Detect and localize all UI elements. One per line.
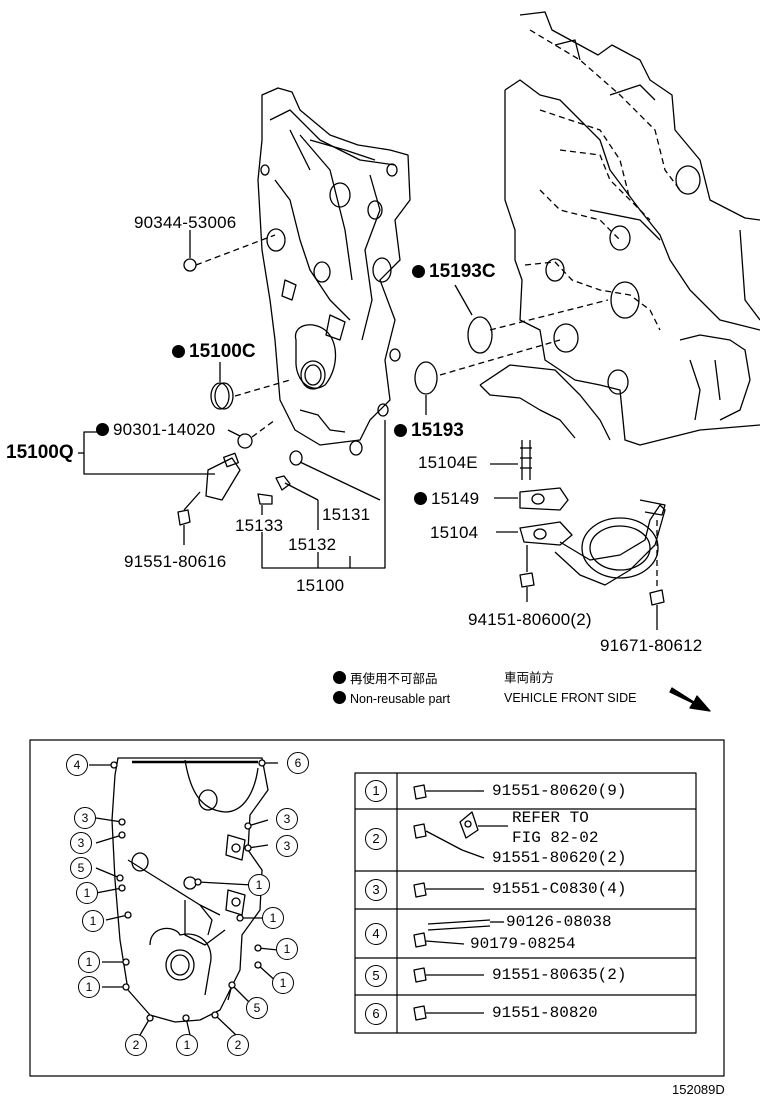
non-reusable-marker bbox=[414, 492, 427, 505]
callout-15149-label: 15149 bbox=[431, 489, 480, 508]
bolt-callout: 1 bbox=[78, 976, 100, 998]
table-row-number: 5 bbox=[365, 965, 387, 987]
engine-block-drawing bbox=[479, 11, 760, 446]
callout-15104E: 15104E bbox=[418, 453, 478, 472]
callout-15193: 15193 bbox=[394, 421, 464, 440]
callout-15132: 15132 bbox=[288, 535, 337, 554]
bolt-callout: 1 bbox=[76, 882, 98, 904]
table-row-number: 6 bbox=[365, 1003, 387, 1025]
callout-15149: 15149 bbox=[414, 490, 479, 507]
legend-non-reusable-en-label: Non-reusable part bbox=[350, 692, 451, 706]
legend-front-jp: 車両前方 bbox=[504, 671, 555, 685]
non-reusable-marker bbox=[394, 424, 407, 437]
table-row-number: 3 bbox=[365, 879, 387, 901]
table-part-number: 91551-80620(2) bbox=[492, 849, 627, 867]
bolt-table-grid bbox=[354, 772, 697, 1034]
non-reusable-marker bbox=[412, 265, 425, 278]
bolt-callout: 1 bbox=[272, 972, 294, 994]
callout-15131: 15131 bbox=[322, 505, 371, 524]
legend-dot bbox=[333, 671, 346, 684]
callout-15104: 15104 bbox=[430, 523, 479, 542]
bolt-callout: 6 bbox=[287, 752, 309, 774]
callout-15193C-label: 15193C bbox=[429, 261, 496, 282]
legend-non-reusable-jp-label: 再使用不可部品 bbox=[350, 672, 438, 686]
callout-91671-80612: 91671-80612 bbox=[600, 636, 703, 655]
bolt-callout: 5 bbox=[246, 997, 268, 1019]
bolt-callout: 4 bbox=[66, 754, 88, 776]
table-row-number: 1 bbox=[365, 780, 387, 802]
table-refer-text: REFER TO bbox=[512, 809, 589, 827]
bolt-callout: 3 bbox=[276, 835, 298, 857]
bolt-callout: 5 bbox=[70, 857, 92, 879]
table-part-number: 91551-C0830(4) bbox=[492, 880, 627, 898]
table-part-number: 90179-08254 bbox=[470, 935, 576, 953]
callout-15133: 15133 bbox=[235, 516, 284, 535]
legend-non-reusable-jp: 再使用不可部品 bbox=[333, 671, 438, 686]
table-refer-fig: FIG 82-02 bbox=[512, 829, 599, 847]
callout-15193C: 15193C bbox=[412, 262, 496, 281]
callout-91551-80616: 91551-80616 bbox=[124, 552, 227, 571]
table-part-number: 91551-80620(9) bbox=[492, 782, 627, 800]
callout-90301-14020: 90301-14020 bbox=[96, 421, 215, 438]
bolt-location-cover-drawing bbox=[111, 757, 269, 1023]
bolt-callout: 2 bbox=[125, 1034, 147, 1056]
bolt-callout: 1 bbox=[78, 951, 100, 973]
table-part-number: 91551-80820 bbox=[492, 1004, 598, 1022]
table-row-number: 2 bbox=[365, 828, 387, 850]
bolt-callout: 3 bbox=[70, 832, 92, 854]
callout-15100C-label: 15100C bbox=[189, 341, 256, 362]
callout-90301-14020-label: 90301-14020 bbox=[113, 420, 216, 439]
non-reusable-marker bbox=[172, 345, 185, 358]
table-row-number: 4 bbox=[365, 923, 387, 945]
bolt-callout: 3 bbox=[276, 808, 298, 830]
timing-cover-drawing bbox=[257, 87, 411, 456]
bolt-callout: 1 bbox=[82, 910, 104, 932]
small-parts-drawing bbox=[78, 230, 666, 630]
bolt-location-frame bbox=[29, 739, 725, 1077]
bolt-callout: 1 bbox=[176, 1034, 198, 1056]
table-part-number: 90126-08038 bbox=[506, 913, 612, 931]
callout-15100C: 15100C bbox=[172, 342, 256, 361]
callout-94151-80600: 94151-80600(2) bbox=[468, 610, 592, 629]
bolt-callout: 1 bbox=[276, 938, 298, 960]
bolt-callout: 1 bbox=[248, 874, 270, 896]
callout-15100Q: 15100Q bbox=[6, 442, 74, 463]
bolt-callout: 2 bbox=[227, 1034, 249, 1056]
bolt-callout: 1 bbox=[262, 907, 284, 929]
front-side-arrow bbox=[669, 687, 711, 712]
legend-non-reusable-en: Non-reusable part bbox=[333, 691, 450, 706]
legend-front-en: VEHICLE FRONT SIDE bbox=[504, 691, 637, 705]
bolt-marks bbox=[110, 759, 266, 1022]
non-reusable-marker bbox=[96, 423, 109, 436]
table-bolt-icons bbox=[413, 784, 508, 1021]
legend-dot bbox=[333, 691, 346, 704]
callout-90344-53006: 90344-53006 bbox=[134, 213, 237, 232]
callout-15193-label: 15193 bbox=[411, 420, 464, 441]
bolt-callout: 3 bbox=[74, 807, 96, 829]
callout-15100: 15100 bbox=[296, 576, 345, 595]
figure-id: 152089D bbox=[672, 1082, 725, 1097]
table-part-number: 91551-80635(2) bbox=[492, 966, 627, 984]
bolt-leader-lines bbox=[89, 762, 279, 1036]
